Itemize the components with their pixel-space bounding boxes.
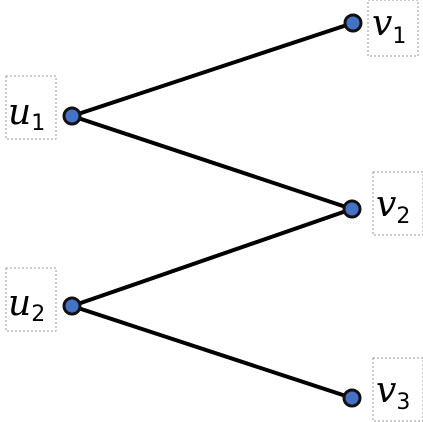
edge-u1-v2 xyxy=(70,114,354,211)
label-v2-subscript: 2 xyxy=(396,204,410,229)
label-box-u2 xyxy=(5,267,57,332)
edge-u1-v1 xyxy=(70,21,355,118)
label-v1-subscript: 1 xyxy=(392,24,406,49)
label-v1: v1 xyxy=(367,0,419,57)
label-u2-subscript: 2 xyxy=(31,302,45,327)
label-u1: u1 xyxy=(5,75,57,140)
svg-text:u1: u1 xyxy=(8,92,45,136)
label-v1-base: v xyxy=(372,3,392,44)
label-v2-base: v xyxy=(376,184,396,225)
edge-u2-v3 xyxy=(70,304,354,400)
label-v2: v2 xyxy=(372,171,423,236)
label-box-u1 xyxy=(5,75,57,140)
label-u1-subscript: 1 xyxy=(31,111,45,136)
label-u1-base: u xyxy=(8,92,31,133)
label-v3: v3 xyxy=(372,357,423,422)
label-v3-base: v xyxy=(376,370,396,411)
edge-u2-v2 xyxy=(70,207,354,308)
svg-text:v2: v2 xyxy=(376,184,410,229)
svg-text:v1: v1 xyxy=(372,3,406,49)
node-v3 xyxy=(342,388,362,408)
svg-text:v3: v3 xyxy=(376,370,410,415)
label-u2: u2 xyxy=(5,267,57,332)
node-u1 xyxy=(62,106,82,126)
node-v2 xyxy=(342,199,362,219)
node-layer xyxy=(62,13,363,408)
label-box-v3 xyxy=(372,357,423,422)
node-v1 xyxy=(343,13,363,33)
label-box-v2 xyxy=(372,171,423,236)
svg-text:u2: u2 xyxy=(8,283,45,327)
label-u2-base: u xyxy=(8,283,31,324)
label-box-v1 xyxy=(367,0,419,57)
label-v3-subscript: 3 xyxy=(396,390,410,415)
label-layer: u1 u2 v1 v2 v3 xyxy=(5,0,423,422)
node-u2 xyxy=(62,296,82,316)
edge-layer xyxy=(70,21,355,400)
